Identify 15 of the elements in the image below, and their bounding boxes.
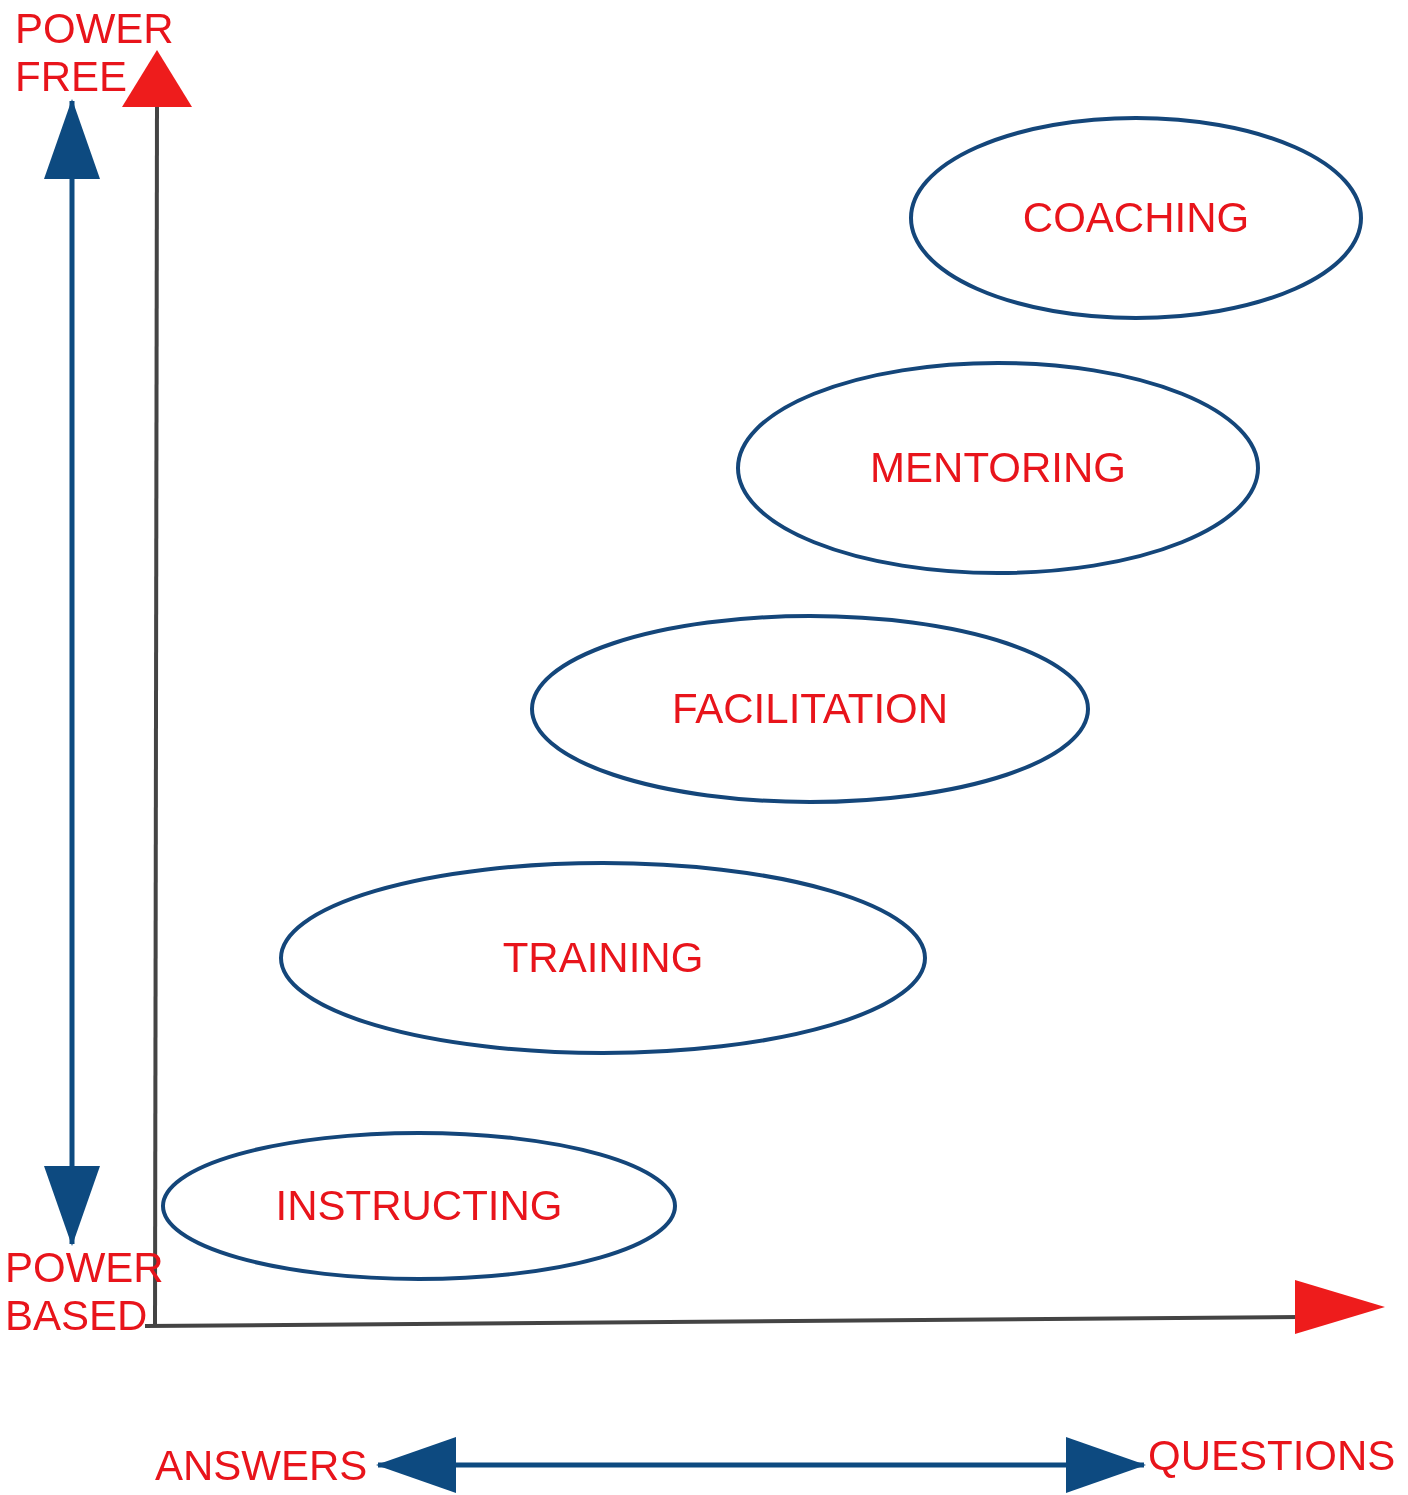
ellipse-label: COACHING [1022,194,1250,242]
ellipse-label: INSTRUCTING [275,1182,563,1230]
ellipse [278,860,928,1056]
axis-label: QUESTIONS [1148,1432,1396,1480]
double-arrow [44,99,100,1246]
axis-label: POWER FREE [15,5,174,101]
axis-label: ANSWERS [155,1442,368,1490]
ellipse [529,613,1091,805]
ellipse-label: FACILITATION [671,685,949,733]
ellipse-label: TRAINING [502,934,704,982]
ellipse [160,1130,678,1282]
ellipse [735,360,1261,576]
double-arrow [376,1437,1146,1493]
ellipse-label: MENTORING [870,444,1126,492]
ellipse [908,115,1364,321]
